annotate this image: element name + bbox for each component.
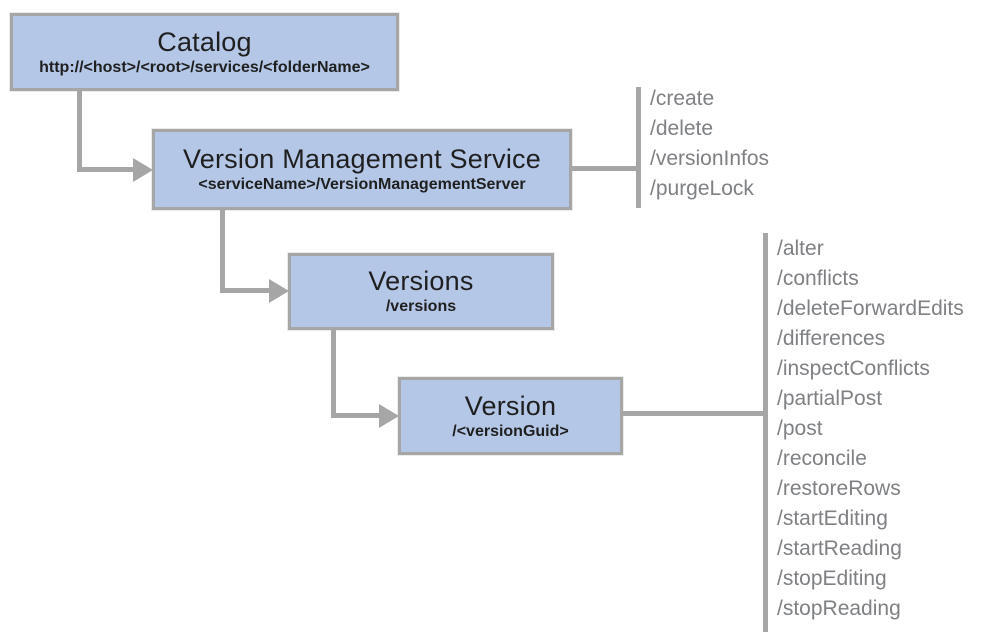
operation-label: /restoreRows xyxy=(777,477,901,500)
connector-vms-to-versions-vertical xyxy=(220,210,225,293)
operation-label: /create xyxy=(650,87,715,110)
operation-label: /deleteForwardEdits xyxy=(777,297,964,320)
node-vms-url: <serviceName>/VersionManagementServer xyxy=(198,176,526,193)
operation-label: /conflicts xyxy=(777,267,859,290)
node-versions-url: /versions xyxy=(385,298,457,315)
node-vms-title: Version Management Service xyxy=(183,144,541,174)
operation-label: /versionInfos xyxy=(650,147,770,170)
node-version-title: Version xyxy=(464,390,557,421)
connector-vms-to-operations xyxy=(572,166,638,171)
node-catalog-url: http://<host>/<root>/services/<folderNam… xyxy=(39,58,370,76)
arrowhead-icon xyxy=(379,404,399,428)
operation-label: /differences xyxy=(777,327,886,350)
connector-catalog-to-vms-vertical xyxy=(77,91,82,172)
operation-label: /stopEditing xyxy=(777,567,887,590)
operations-rule-version xyxy=(763,233,768,632)
operation-label: /alter xyxy=(777,237,824,260)
connector-vms-to-versions-horizontal xyxy=(220,288,270,293)
connector-version-to-operations xyxy=(623,411,766,416)
connector-versions-to-version-vertical xyxy=(331,330,336,418)
operations-list-vms: /create/delete/versionInfos/purgeLock xyxy=(650,84,769,204)
node-catalog-title: Catalog xyxy=(157,26,252,57)
arrowhead-icon xyxy=(133,158,153,182)
node-version: Version /<versionGuid> xyxy=(398,377,623,455)
operation-label: /stopReading xyxy=(777,597,901,620)
node-version-management-service: Version Management Service <serviceName>… xyxy=(152,129,572,210)
operation-label: /reconcile xyxy=(777,447,867,470)
arrowhead-icon xyxy=(269,279,289,303)
operation-label: /purgeLock xyxy=(650,177,754,200)
connector-versions-to-version-horizontal xyxy=(331,413,380,418)
operation-label: /post xyxy=(777,417,823,440)
operation-label: /startReading xyxy=(777,537,902,560)
operation-label: /delete xyxy=(650,117,714,140)
node-versions: Versions /versions xyxy=(288,253,554,330)
operation-label: /inspectConflicts xyxy=(777,357,930,380)
node-versions-title: Versions xyxy=(368,266,474,296)
connector-catalog-to-vms-horizontal xyxy=(77,167,135,172)
operation-label: /startEditing xyxy=(777,507,888,530)
node-version-url: /<versionGuid> xyxy=(452,422,569,440)
operations-list-version: /alter/conflicts/deleteForwardEdits/diff… xyxy=(777,234,964,624)
operation-label: /partialPost xyxy=(777,387,883,410)
operations-rule-vms xyxy=(636,87,641,208)
node-catalog: Catalog http://<host>/<root>/services/<f… xyxy=(10,13,399,91)
